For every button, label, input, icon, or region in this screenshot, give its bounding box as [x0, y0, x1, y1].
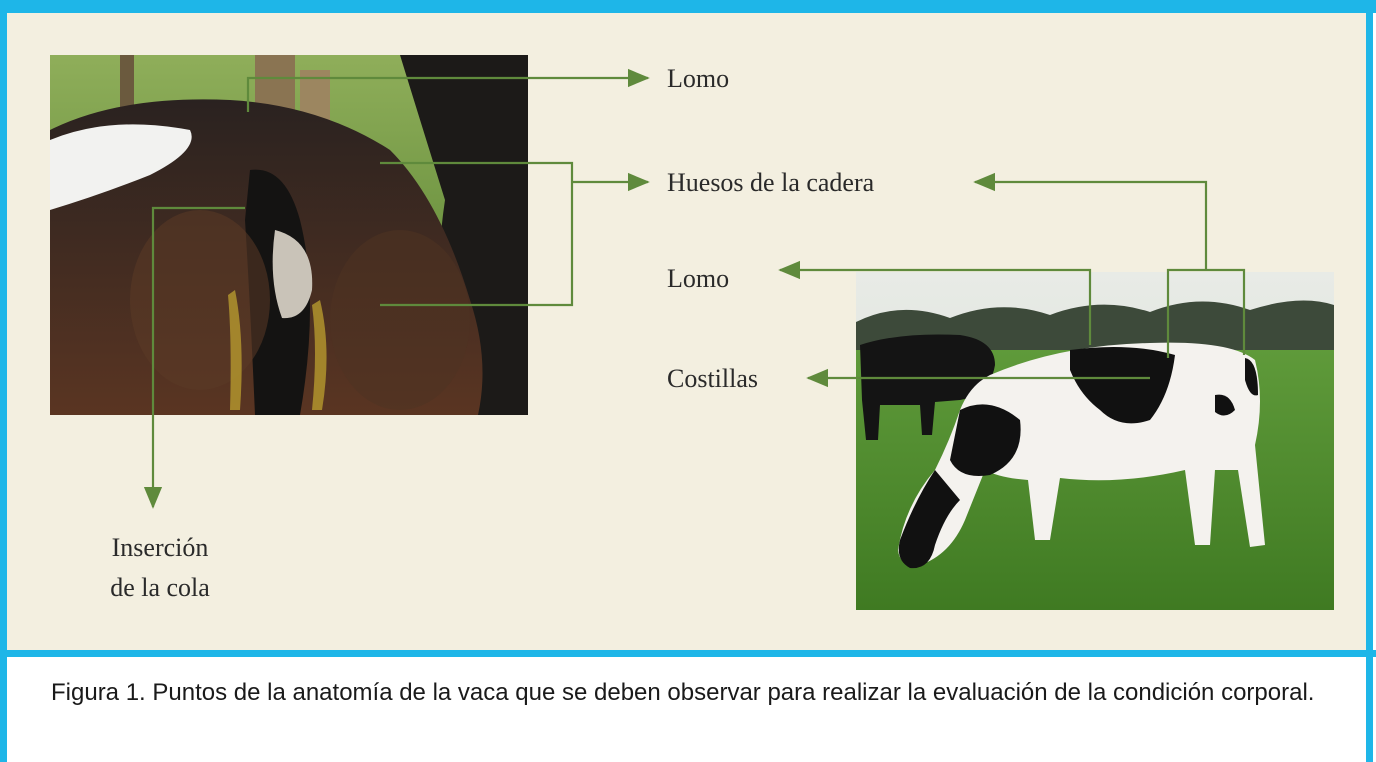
label-insercion-cola: Inserción de la cola — [85, 528, 235, 608]
frame-divider — [0, 650, 1376, 657]
label-huesos-cadera: Huesos de la cadera — [667, 168, 875, 197]
figure-caption: Figura 1. Puntos de la anatomía de la va… — [51, 679, 1315, 706]
caption-panel: Figura 1. Puntos de la anatomía de la va… — [7, 657, 1366, 762]
frame-border-right — [1366, 0, 1373, 762]
label-insercion-line1: Inserción — [111, 533, 209, 562]
label-lomo-top: Lomo — [667, 64, 730, 93]
frame-border-left — [0, 0, 7, 762]
frame-border-top — [0, 0, 1376, 13]
label-lomo-right: Lomo — [667, 264, 730, 293]
label-insercion-line2: de la cola — [110, 573, 210, 602]
label-costillas: Costillas — [667, 364, 759, 393]
